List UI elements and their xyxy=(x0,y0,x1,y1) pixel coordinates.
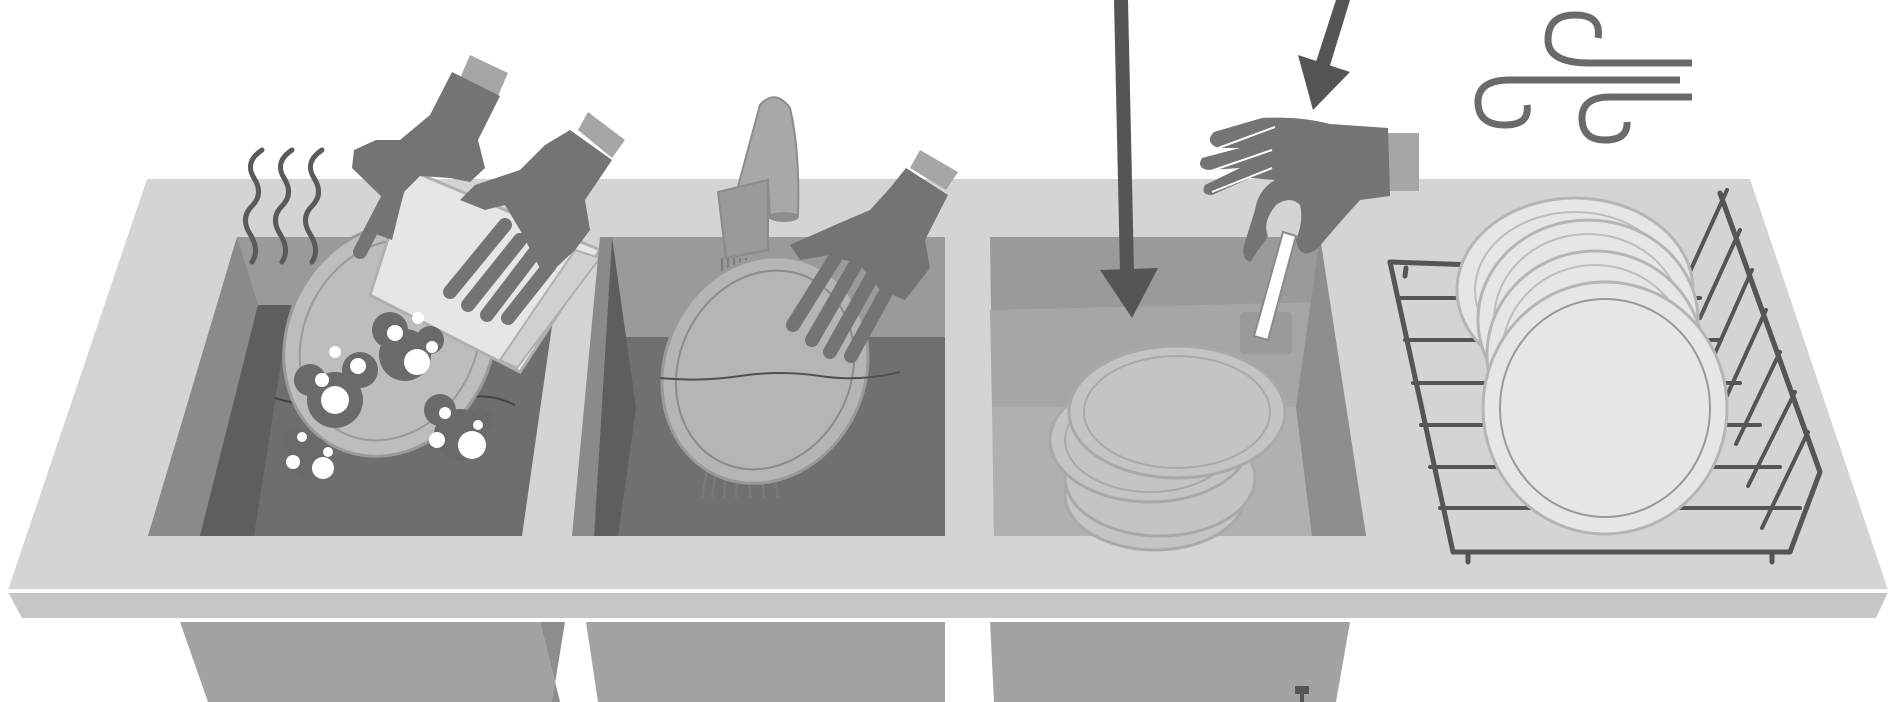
sink-cabinets xyxy=(180,622,1350,702)
pour-arrow-icon xyxy=(1298,0,1350,110)
air-dry-icon xyxy=(1478,15,1692,140)
dip-arrow-icon xyxy=(1100,0,1158,318)
